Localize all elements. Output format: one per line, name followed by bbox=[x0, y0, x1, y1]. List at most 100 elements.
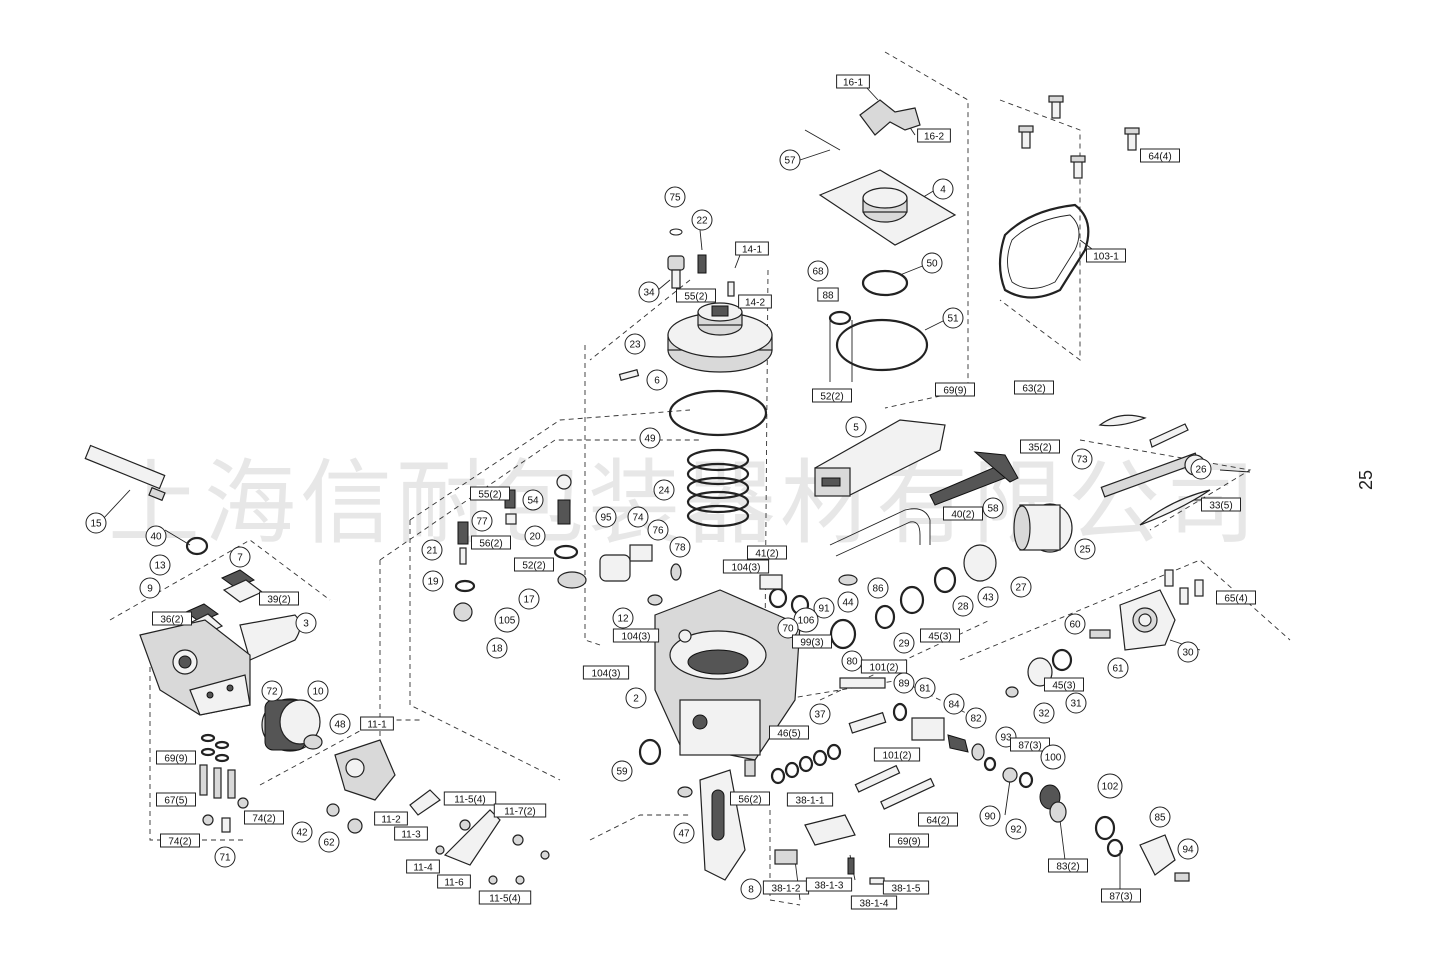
part-label-circle: 12 bbox=[612, 607, 634, 629]
part-small-springs bbox=[453, 474, 587, 622]
label-circle bbox=[1010, 576, 1032, 598]
part-number-text: 100 bbox=[1045, 753, 1062, 764]
label-frame bbox=[805, 877, 853, 892]
part-label-circle: 73 bbox=[1071, 448, 1093, 470]
part-number-text: 11-7(2) bbox=[504, 807, 536, 818]
part-label-circle: 57 bbox=[779, 149, 801, 171]
part-label-box: 63(2) bbox=[1014, 380, 1054, 395]
label-frame bbox=[730, 791, 770, 806]
label-frame bbox=[873, 747, 921, 762]
part-label-box: 11-2 bbox=[374, 811, 408, 826]
part-number-text: 67(5) bbox=[164, 796, 187, 807]
part-number-text: 54 bbox=[527, 496, 539, 507]
part-label-circle: 26 bbox=[1190, 458, 1212, 480]
part-number-text: 102 bbox=[1102, 782, 1119, 793]
label-circle bbox=[673, 822, 695, 844]
part-number-text: 93 bbox=[1000, 733, 1012, 744]
part-label-circle: 89 bbox=[893, 672, 915, 694]
label-circle bbox=[807, 260, 829, 282]
part-30-flange bbox=[1119, 569, 1204, 651]
part-number-text: 57 bbox=[784, 156, 796, 167]
part-number-text: 11-5(4) bbox=[454, 795, 486, 806]
part-label-box: 45(3) bbox=[1044, 677, 1084, 692]
part-label-circle: 105 bbox=[494, 607, 520, 633]
label-circle bbox=[329, 713, 351, 735]
label-frame bbox=[943, 506, 983, 521]
part-label-circle: 13 bbox=[149, 554, 171, 576]
part-number-text: 21 bbox=[426, 546, 438, 557]
part-number-text: 4 bbox=[940, 185, 946, 196]
part-label-box: 101(2) bbox=[860, 659, 908, 674]
part-label-circle: 21 bbox=[421, 539, 443, 561]
part-label-box: 64(4) bbox=[1140, 148, 1180, 163]
part-label-box: 11-5(4) bbox=[443, 791, 497, 806]
label-frame bbox=[722, 559, 770, 574]
part-35-spring bbox=[929, 451, 1019, 506]
part-label-box: 38-1-4 bbox=[850, 895, 898, 910]
part-number-text: 88 bbox=[822, 291, 834, 302]
part-number-text: 20 bbox=[529, 532, 541, 543]
label-frame bbox=[612, 628, 660, 643]
part-label-box: 11-6 bbox=[437, 874, 471, 889]
part-number-text: 13 bbox=[154, 561, 166, 572]
part-label-circle: 94 bbox=[1177, 838, 1199, 860]
part-number-text: 22 bbox=[696, 216, 708, 227]
part-label-circle: 76 bbox=[647, 519, 669, 541]
left-fasteners bbox=[199, 733, 249, 833]
part-103-1-cover bbox=[998, 203, 1090, 299]
part-number-text: 94 bbox=[1182, 845, 1194, 856]
label-circle bbox=[1033, 702, 1055, 724]
part-number-text: 72 bbox=[266, 687, 278, 698]
part-label-circle: 68 bbox=[807, 260, 829, 282]
label-frame bbox=[738, 294, 772, 309]
part-label-circle: 90 bbox=[979, 805, 1001, 827]
label-circle bbox=[845, 416, 867, 438]
part-5-block bbox=[814, 419, 946, 497]
part-number-text: 87(3) bbox=[1018, 741, 1041, 752]
part-number-text: 40(2) bbox=[951, 510, 974, 521]
part-label-box: 38-1-3 bbox=[805, 877, 853, 892]
label-frame bbox=[935, 382, 975, 397]
part-label-box: 87(3) bbox=[1010, 737, 1050, 752]
part-number-text: 11-1 bbox=[367, 720, 387, 731]
part-label-box: 33(5) bbox=[1201, 497, 1241, 512]
part-number-text: 38-1-4 bbox=[860, 899, 889, 910]
part-number-text: 85 bbox=[1154, 813, 1166, 824]
part-label-circle: 43 bbox=[977, 586, 999, 608]
label-circle bbox=[494, 607, 520, 633]
part-number-text: 11-3 bbox=[401, 830, 421, 841]
part-number-text: 14-1 bbox=[742, 245, 762, 256]
part-number-text: 75 bbox=[669, 193, 681, 204]
part-number-text: 15 bbox=[90, 519, 102, 530]
part-number-text: 104(3) bbox=[592, 669, 621, 680]
part-number-text: 5 bbox=[853, 423, 859, 434]
part-label-circle: 17 bbox=[518, 588, 540, 610]
part-number-text: 70 bbox=[782, 624, 794, 635]
right-lower-shaft bbox=[839, 629, 1190, 882]
label-circle bbox=[624, 333, 646, 355]
label-frame bbox=[1101, 888, 1141, 903]
label-circle bbox=[932, 178, 954, 200]
label-circle bbox=[942, 307, 964, 329]
part-number-text: 11-5(4) bbox=[489, 894, 521, 905]
part-6-pulley bbox=[618, 302, 773, 381]
label-circle bbox=[893, 632, 915, 654]
part-number-text: 35(2) bbox=[1028, 443, 1051, 454]
part-label-circle: 62 bbox=[318, 831, 340, 853]
label-frame bbox=[769, 725, 809, 740]
part-number-text: 64(2) bbox=[926, 816, 949, 827]
part-label-box: 69(9) bbox=[889, 833, 929, 848]
label-frame bbox=[470, 486, 510, 501]
label-frame bbox=[259, 591, 299, 606]
part-label-circle: 86 bbox=[867, 577, 889, 599]
part-label-circle: 75 bbox=[664, 186, 686, 208]
part-number-text: 14-2 bbox=[745, 298, 765, 309]
label-frame bbox=[160, 833, 200, 848]
part-number-text: 32 bbox=[1038, 709, 1050, 720]
part-number-text: 89 bbox=[898, 679, 910, 690]
part-25-cylinder bbox=[1013, 503, 1073, 553]
part-number-text: 91 bbox=[818, 604, 830, 615]
part-label-circle: 6 bbox=[646, 369, 668, 391]
label-circle bbox=[85, 512, 107, 534]
part-number-text: 9 bbox=[147, 584, 153, 595]
